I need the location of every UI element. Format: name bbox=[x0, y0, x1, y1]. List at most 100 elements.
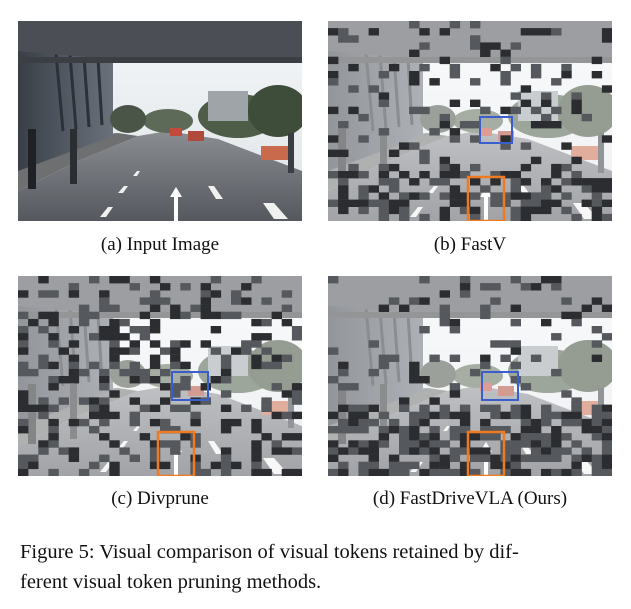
token-tile bbox=[348, 426, 359, 434]
token-tile bbox=[530, 28, 542, 36]
token-tile bbox=[68, 447, 80, 455]
token-tile bbox=[38, 397, 49, 405]
token-tile bbox=[571, 468, 582, 476]
token-tile bbox=[480, 49, 491, 57]
token-tile bbox=[551, 440, 562, 448]
token-tile bbox=[459, 276, 471, 284]
token-tile bbox=[591, 56, 603, 65]
token-tile bbox=[170, 361, 181, 370]
panel-c-divprune bbox=[18, 276, 302, 476]
token-tile bbox=[368, 85, 379, 93]
token-tile bbox=[581, 418, 592, 427]
token-tile bbox=[510, 63, 521, 72]
token-tile bbox=[149, 361, 161, 370]
token-tile bbox=[419, 411, 430, 420]
token-tile bbox=[409, 21, 420, 29]
token-tile bbox=[490, 171, 501, 179]
token-tile bbox=[210, 326, 222, 334]
token-tile bbox=[99, 290, 110, 298]
token-tile bbox=[591, 468, 603, 476]
token-tile bbox=[68, 418, 80, 427]
token-tile bbox=[129, 418, 140, 427]
token-tile bbox=[291, 326, 302, 334]
token-tile bbox=[591, 192, 603, 200]
token-tile bbox=[220, 361, 232, 370]
token-tile bbox=[160, 347, 171, 355]
token-tile bbox=[399, 426, 410, 434]
token-tile bbox=[220, 354, 232, 362]
token-tile bbox=[399, 404, 410, 412]
token-tile bbox=[149, 440, 161, 448]
token-tile bbox=[378, 171, 390, 179]
token-tile bbox=[520, 213, 532, 221]
token-tile bbox=[251, 461, 262, 470]
token-tile bbox=[439, 411, 450, 420]
token-tile bbox=[561, 390, 572, 398]
token-tile bbox=[388, 426, 400, 434]
token-tile bbox=[449, 185, 461, 193]
token-tile bbox=[409, 192, 420, 200]
token-tile bbox=[470, 368, 481, 377]
token-tile bbox=[378, 71, 390, 79]
token-tile bbox=[551, 199, 562, 207]
token-tile bbox=[571, 213, 582, 221]
token-tile bbox=[490, 297, 501, 305]
token-tile bbox=[541, 276, 552, 284]
token-tile bbox=[281, 447, 293, 455]
token-tile bbox=[129, 361, 140, 370]
token-tile bbox=[459, 199, 471, 207]
token-tile bbox=[109, 347, 120, 355]
token-tile bbox=[399, 213, 410, 221]
token-tile bbox=[419, 149, 430, 157]
token-tile bbox=[541, 192, 552, 200]
token-tile bbox=[18, 347, 29, 355]
token-tile bbox=[561, 71, 572, 79]
token-tile bbox=[160, 397, 171, 405]
token-tile bbox=[459, 171, 471, 179]
token-tile bbox=[541, 433, 552, 441]
token-tile bbox=[180, 376, 191, 384]
token-tile bbox=[530, 454, 542, 462]
token-tile bbox=[551, 78, 562, 86]
token-tile bbox=[571, 178, 582, 186]
token-tile bbox=[571, 92, 582, 100]
token-tile bbox=[591, 354, 603, 362]
token-tile bbox=[571, 156, 582, 165]
token-tile bbox=[490, 199, 501, 207]
token-tile bbox=[439, 163, 450, 172]
token-tile bbox=[89, 361, 100, 370]
token-tile bbox=[170, 340, 181, 348]
token-tile bbox=[561, 418, 572, 427]
token-tile bbox=[388, 297, 400, 305]
token-tile bbox=[510, 106, 521, 115]
token-tile bbox=[338, 418, 349, 427]
token-tile bbox=[541, 99, 552, 107]
token-tile bbox=[261, 468, 272, 476]
token-tile bbox=[500, 142, 511, 150]
token-tile bbox=[271, 361, 282, 370]
token-tile bbox=[429, 461, 440, 470]
token-tile bbox=[149, 461, 161, 470]
token-tile bbox=[419, 326, 430, 334]
token-tile bbox=[459, 433, 471, 441]
token-tile bbox=[129, 368, 140, 377]
token-tile bbox=[480, 454, 491, 462]
token-tile bbox=[328, 347, 339, 355]
token-tile bbox=[510, 404, 521, 412]
token-tile bbox=[541, 206, 552, 215]
token-tile bbox=[510, 213, 521, 221]
token-tile bbox=[231, 347, 242, 355]
token-tile bbox=[530, 192, 542, 200]
token-tile bbox=[449, 192, 461, 200]
token-tile bbox=[78, 468, 90, 476]
token-tile bbox=[328, 454, 339, 462]
token-tile bbox=[439, 171, 450, 179]
token-tile bbox=[500, 354, 511, 362]
token-tile bbox=[561, 468, 572, 476]
token-tile bbox=[470, 135, 481, 143]
retained-token-grid bbox=[328, 276, 612, 476]
token-tile bbox=[530, 63, 542, 72]
token-tile bbox=[119, 347, 130, 355]
token-tile bbox=[68, 368, 80, 377]
token-tile bbox=[368, 418, 379, 427]
